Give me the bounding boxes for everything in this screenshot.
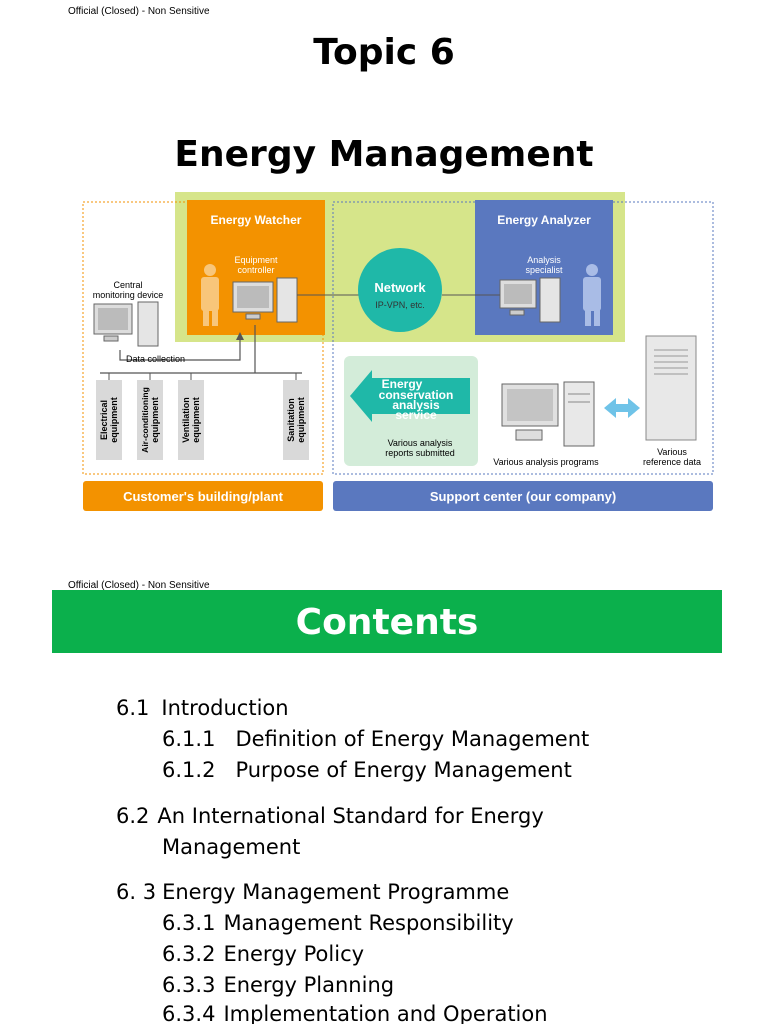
classification-label: Official (Closed) - Non Sensitive bbox=[68, 6, 210, 17]
equipment-column-electrical: Electrical equipment bbox=[96, 373, 122, 460]
network-circle bbox=[358, 248, 442, 332]
reference-data-label-1: Various bbox=[657, 447, 687, 457]
analysis-specialist-label-2: specialist bbox=[525, 265, 563, 275]
data-collection-label: Data collection bbox=[126, 354, 185, 364]
service-arrow-icon bbox=[350, 370, 470, 422]
ventilation-equipment-label-1: Ventilation bbox=[181, 397, 191, 443]
toc-item-6-2: 6.2 An International Standard for Energy bbox=[116, 804, 544, 828]
ventilation-equipment-label-2: equipment bbox=[191, 397, 201, 443]
service-label-2: conservation bbox=[379, 388, 454, 402]
electrical-equipment-label-2: equipment bbox=[109, 397, 119, 443]
equipment-controller-label-1: Equipment bbox=[234, 255, 278, 265]
reports-label-2: reports submitted bbox=[385, 448, 455, 458]
network-sub-label: IP-VPN, etc. bbox=[375, 300, 425, 310]
slide-contents: Official (Closed) - Non Sensitive Conten… bbox=[0, 580, 768, 1024]
equipment-column-ventilation: Ventilation equipment bbox=[178, 373, 204, 460]
slide-title: Topic 6 bbox=[313, 32, 455, 73]
operator-person-icon bbox=[201, 264, 219, 326]
toc-item-6-3-1: 6.3.1 Management Responsibility bbox=[162, 911, 514, 935]
toc-num: 6.2 bbox=[116, 804, 150, 828]
support-label: Support center (our company) bbox=[430, 489, 616, 504]
toc-num: 6.3.3 bbox=[162, 973, 216, 997]
energy-analyzer-label: Energy Analyzer bbox=[497, 213, 591, 227]
service-label-1: Energy bbox=[382, 377, 423, 391]
toc-text: Definition of Energy Management bbox=[235, 727, 590, 751]
analyzer-computer-icon bbox=[499, 277, 561, 323]
toc-item-6-2-cont: Management bbox=[162, 835, 300, 859]
equipment-controller-label-2: controller bbox=[237, 265, 274, 275]
toc-num: 6.1.1 bbox=[162, 727, 216, 751]
central-monitoring-label-2: monitoring device bbox=[93, 290, 164, 300]
toc-item-6-3-2: 6.3.2 Energy Policy bbox=[162, 942, 364, 966]
toc-num: 6.1.2 bbox=[162, 758, 216, 782]
contents-heading: Contents bbox=[295, 602, 479, 643]
toc-text: Introduction bbox=[161, 696, 289, 720]
controller-computer-icon bbox=[232, 277, 298, 323]
equipment-column-sanitation: Sanitation equipment bbox=[283, 373, 309, 460]
slide-topic-6: Official (Closed) - Non Sensitive Topic … bbox=[68, 6, 714, 511]
toc-text: Energy Policy bbox=[223, 942, 365, 966]
toc-item-6-3-4: 6.3.4 Implementation and Operation bbox=[162, 1002, 548, 1024]
toc-text: Purpose of Energy Management bbox=[235, 758, 572, 782]
analysis-programs-label: Various analysis programs bbox=[493, 457, 599, 467]
toc-item-6-3-3: 6.3.3 Energy Planning bbox=[162, 973, 394, 997]
specialist-person-icon bbox=[583, 264, 601, 326]
central-monitoring-label-1: Central bbox=[113, 280, 142, 290]
analysis-programs-computer-icon bbox=[501, 381, 595, 447]
analysis-specialist-label-1: Analysis bbox=[527, 255, 561, 265]
toc-item-6-1-2: 6.1.2 Purpose of Energy Management bbox=[162, 758, 572, 782]
toc-num: 6.3.1 bbox=[162, 911, 216, 935]
toc-num: 6.3.4 bbox=[162, 1002, 216, 1024]
support-label-bar bbox=[333, 481, 713, 511]
toc-num: 6. 3 bbox=[116, 880, 157, 904]
toc-item-6-1: 6.1 Introduction bbox=[116, 696, 289, 720]
customer-label: Customer's building/plant bbox=[123, 489, 283, 504]
energy-management-diagram: Energy Watcher Equipment controller Ener… bbox=[82, 192, 714, 511]
central-monitoring-computer-icon bbox=[93, 301, 159, 347]
sanitation-equipment-label-1: Sanitation bbox=[286, 398, 296, 442]
sanitation-equipment-label-2: equipment bbox=[296, 397, 306, 443]
toc-text: Implementation and Operation bbox=[223, 1002, 548, 1024]
toc-text: Management Responsibility bbox=[223, 911, 514, 935]
aircon-equipment-label-1: Air-conditioning bbox=[140, 387, 150, 453]
service-label-4: service bbox=[395, 408, 437, 422]
electrical-equipment-label-1: Electrical bbox=[99, 400, 109, 440]
data-collection-line bbox=[119, 335, 241, 361]
contents-banner: Contents bbox=[52, 590, 722, 653]
toc-text: Management bbox=[162, 835, 301, 859]
data-exchange-arrow-icon bbox=[604, 398, 640, 418]
service-label-3: analysis bbox=[392, 398, 440, 412]
reports-label-1: Various analysis bbox=[388, 438, 453, 448]
network-label: Network bbox=[374, 280, 426, 295]
slide-subtitle: Energy Management bbox=[174, 134, 594, 175]
toc-text: Energy Planning bbox=[223, 973, 395, 997]
energy-watcher-label: Energy Watcher bbox=[211, 213, 302, 227]
equipment-column-air-conditioning: Air-conditioning equipment bbox=[137, 373, 163, 460]
reference-data-server-icon bbox=[645, 335, 697, 441]
toc-item-6-1-1: 6.1.1 Definition of Energy Management bbox=[162, 727, 589, 751]
customer-label-bar bbox=[83, 481, 323, 511]
toc-num: 6.3.2 bbox=[162, 942, 216, 966]
reference-data-label-2: reference data bbox=[643, 457, 701, 467]
classification-label-2: Official (Closed) - Non Sensitive bbox=[68, 580, 210, 590]
toc-num: 6.1 bbox=[116, 696, 150, 720]
toc-text: Energy Management Programme bbox=[162, 880, 510, 904]
aircon-equipment-label-2: equipment bbox=[150, 397, 160, 443]
toc-text: An International Standard for Energy bbox=[157, 804, 544, 828]
